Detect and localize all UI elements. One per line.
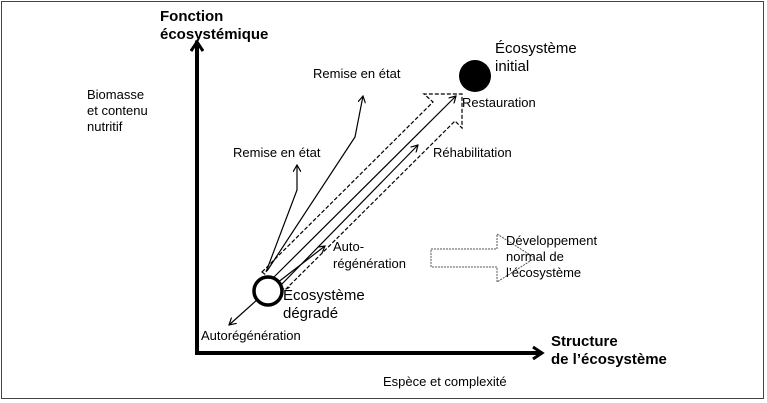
legend-line-1: Développement — [506, 233, 598, 248]
legend-line-3: l’écosystème — [506, 265, 582, 280]
remise-label-1: Remise en état — [313, 66, 401, 81]
legend-line-2: normal de — [506, 249, 564, 264]
y-sublabel-3: nutritif — [87, 119, 123, 134]
initial-ecosystem-node — [459, 60, 491, 92]
auto-label-1: Auto- — [333, 239, 365, 254]
rehabilitation-label: Réhabilitation — [433, 145, 512, 160]
degraded-ecosystem-node — [252, 275, 284, 307]
x-sublabel: Espèce et complexité — [383, 374, 507, 389]
degraded-label-2: dégradé — [283, 305, 339, 322]
auto-regeneration-arrow — [276, 246, 325, 284]
x-axis-title-2: de l’écosystème — [551, 351, 667, 368]
y-axis-title-1: Fonction — [160, 8, 224, 25]
normal-development-arrow — [430, 233, 536, 283]
auto-label-2: régénération — [333, 256, 406, 271]
remise-arrow-2 — [265, 165, 297, 273]
degraded-label-1: Écosystème — [283, 287, 365, 304]
y-axis-title-2: écosystémique — [160, 26, 269, 43]
y-sublabel-2: et contenu — [87, 103, 148, 118]
autoregeneration-label: Autorégénération — [201, 328, 301, 343]
restauration-label: Restauration — [462, 95, 536, 110]
y-sublabel-1: Biomasse — [87, 87, 145, 102]
remise-label-2: Remise en état — [233, 145, 321, 160]
x-axis-title-1: Structure — [551, 333, 618, 350]
initial-label-2: initial — [495, 58, 530, 75]
remise-arrow-1 — [266, 96, 363, 272]
initial-label-1: Écosystème — [495, 40, 577, 57]
restoration-outline-arrow — [261, 93, 463, 291]
restoration-arrow — [271, 96, 456, 280]
